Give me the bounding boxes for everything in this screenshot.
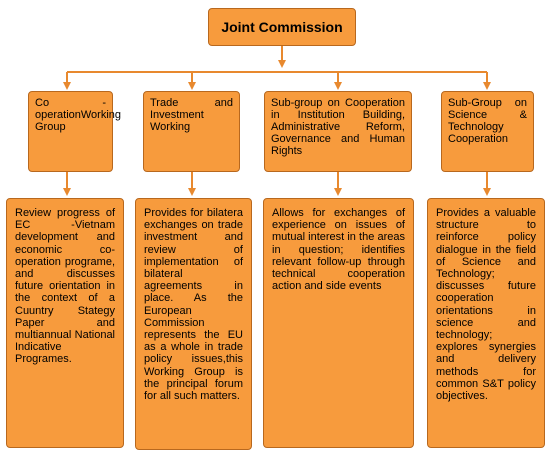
science-technology-subgroup-description: Provides a valuable structure to reinfor…: [427, 198, 545, 448]
cooperation-working-group-box: Co - operationWorking Group: [28, 91, 122, 172]
group-title: Sub-group on Cooperation in Institution …: [271, 97, 405, 157]
joint-commission-box: Joint Commission: [208, 8, 356, 46]
institution-building-subgroup-box: Sub-group on Cooperation in Institution …: [264, 91, 412, 172]
description-text: Provides for bilatera exchanges on trade…: [144, 207, 243, 403]
cooperation-working-group-description: Review progress of EC -Vietnam developme…: [6, 198, 124, 448]
group-title: Co - operationWorking Group: [35, 97, 122, 133]
trade-investment-working-box: Trade and Investment Working: [143, 91, 240, 172]
group-title: Sub-Group on Science & Technology Cooper…: [448, 97, 527, 145]
trade-investment-working-description: Provides for bilatera exchanges on trade…: [135, 198, 252, 450]
description-text: Review progress of EC -Vietnam developme…: [15, 207, 115, 366]
description-text: Provides a valuable structure to reinfor…: [436, 207, 536, 403]
group-title: Trade and Investment Working: [150, 97, 233, 133]
science-technology-subgroup-box: Sub-Group on Science & Technology Cooper…: [441, 91, 534, 172]
description-text: Allows for exchanges of experience on is…: [272, 207, 405, 293]
institution-building-subgroup-description: Allows for exchanges of experience on is…: [263, 198, 414, 448]
joint-commission-label: Joint Commission: [221, 19, 343, 35]
